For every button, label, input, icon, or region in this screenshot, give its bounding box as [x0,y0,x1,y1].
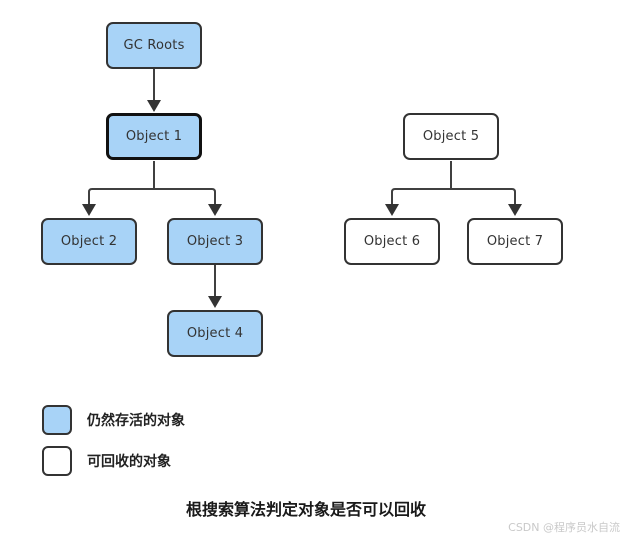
legend-label-collectable: 可回收的对象 [87,454,171,470]
arrowhead-object2 [82,204,96,216]
edge-object5-branch [391,188,516,204]
legend-label-alive: 仍然存活的对象 [87,413,185,429]
arrowhead-object1 [147,100,161,112]
arrowhead-object3 [208,204,222,216]
node-object-5: Object 5 [403,113,499,160]
arrowhead-object6 [385,204,399,216]
node-object-1: Object 1 [106,113,202,160]
arrowhead-object4 [208,296,222,308]
arrowhead-object7 [508,204,522,216]
diagram-caption: 根搜索算法判定对象是否可以回收 [185,500,426,519]
node-object-4: Object 4 [167,310,263,357]
node-object-7: Object 7 [467,218,563,265]
node-object-2: Object 2 [41,218,137,265]
node-gc-roots: GC Roots [106,22,202,69]
legend-swatch-collectable [42,446,72,476]
legend-swatch-alive [42,405,72,435]
edge-object1-branch [88,188,216,204]
watermark-text: CSDN @程序员水自流 [508,521,620,534]
node-object-6: Object 6 [344,218,440,265]
node-object-3: Object 3 [167,218,263,265]
